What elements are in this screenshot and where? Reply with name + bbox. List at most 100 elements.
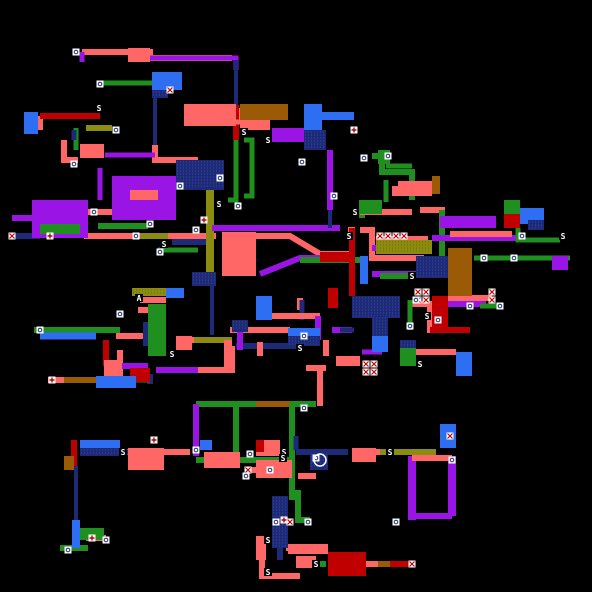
- save-point-icon: [264, 568, 272, 576]
- circle-marker: [36, 326, 44, 334]
- cross-icon: [489, 297, 495, 303]
- cross-marker: [392, 232, 400, 240]
- door-tile-icon: [64, 546, 72, 554]
- save-point-label: S: [242, 128, 247, 137]
- room: [256, 296, 272, 320]
- cross-icon: [167, 87, 173, 93]
- circle-icon: [177, 183, 183, 189]
- warp-circle-icon: [313, 453, 327, 467]
- room: [256, 460, 292, 478]
- plus-marker: [150, 436, 158, 444]
- circle-icon: [37, 327, 43, 333]
- door-tile-icon: [216, 174, 224, 182]
- circle-icon: [91, 209, 97, 215]
- circle-marker: [96, 80, 104, 88]
- save-point-icon: [119, 448, 127, 456]
- circle-icon: [361, 155, 367, 161]
- circle-icon: [273, 519, 279, 525]
- room: [40, 224, 80, 234]
- door-tile-icon: [72, 48, 80, 56]
- save-point-label: S: [561, 232, 566, 241]
- circle-icon: [73, 49, 79, 55]
- circle-icon: [407, 323, 413, 329]
- room: [272, 128, 304, 142]
- room: [432, 176, 440, 194]
- save-marker: S: [296, 344, 304, 353]
- save-point-label: S: [314, 560, 319, 569]
- room: [352, 296, 400, 318]
- door-tile-icon: [146, 220, 154, 228]
- save-marker: S: [408, 272, 416, 281]
- save-point-icon: [345, 232, 353, 240]
- cross-marker: [8, 232, 16, 240]
- circle-marker: [406, 322, 414, 330]
- cross-marker: [408, 560, 416, 568]
- door-tile-icon: [70, 160, 78, 168]
- circle-marker: [384, 152, 392, 160]
- cross-icon: [401, 233, 407, 239]
- door-tile-icon: [112, 126, 120, 134]
- circle-marker: [234, 202, 242, 210]
- save-point-label: S: [97, 104, 102, 113]
- save-point-label: S: [121, 448, 126, 457]
- circle-icon: [481, 255, 487, 261]
- save-point-label: S: [388, 448, 393, 457]
- room: [240, 104, 288, 120]
- room: [256, 440, 264, 452]
- circle-icon: [449, 457, 455, 463]
- circle-icon: [247, 451, 253, 457]
- circle-marker: [480, 254, 488, 262]
- save-point-icon: [386, 448, 394, 456]
- save-point-label: S: [266, 568, 271, 577]
- circle-marker: [246, 450, 254, 458]
- circle-icon: [519, 233, 525, 239]
- room: [372, 336, 388, 352]
- save-marker: S: [386, 448, 394, 457]
- save-marker: S: [119, 448, 127, 457]
- save-point-label: S: [266, 136, 271, 145]
- circle-marker: [70, 160, 78, 168]
- door-tile-icon: [406, 322, 414, 330]
- circle-marker: [496, 302, 504, 310]
- circle-icon: [331, 193, 337, 199]
- circle-icon: [133, 233, 139, 239]
- room: [128, 448, 164, 470]
- plus-marker: [48, 376, 56, 384]
- alpha-marker: A: [135, 294, 143, 303]
- room: [336, 356, 360, 366]
- save-marker: S: [168, 350, 176, 359]
- cross-icon: [409, 561, 415, 567]
- room: [130, 190, 158, 200]
- room: [360, 200, 382, 214]
- circle-icon: [235, 203, 241, 209]
- room: [256, 536, 266, 560]
- plus-marker: [200, 216, 208, 224]
- room: [288, 544, 328, 554]
- cross-marker: [384, 232, 392, 240]
- room: [200, 440, 212, 450]
- room: [80, 528, 104, 540]
- save-marker: S: [351, 208, 359, 217]
- door-tile-icon: [392, 518, 400, 526]
- circle-marker: [518, 232, 526, 240]
- circle-marker: [360, 154, 368, 162]
- door-tile-icon: [434, 316, 442, 324]
- room: [552, 256, 568, 270]
- save-marker: S: [264, 536, 272, 545]
- circle-icon: [385, 153, 391, 159]
- cross-marker: [488, 288, 496, 296]
- save-marker: S: [416, 360, 424, 369]
- save-point-icon: [168, 350, 176, 358]
- corridor: [515, 228, 560, 243]
- circle-marker: [300, 332, 308, 340]
- circle-icon: [267, 467, 273, 473]
- room: [64, 456, 74, 470]
- door-tile-icon: [246, 450, 254, 458]
- cross-icon: [447, 433, 453, 439]
- cross-icon: [363, 361, 369, 367]
- cross-marker: [422, 288, 430, 296]
- room: [392, 186, 432, 196]
- door-tile-icon: [518, 232, 526, 240]
- door-tile-icon: [480, 254, 488, 262]
- circle-marker: [216, 174, 224, 182]
